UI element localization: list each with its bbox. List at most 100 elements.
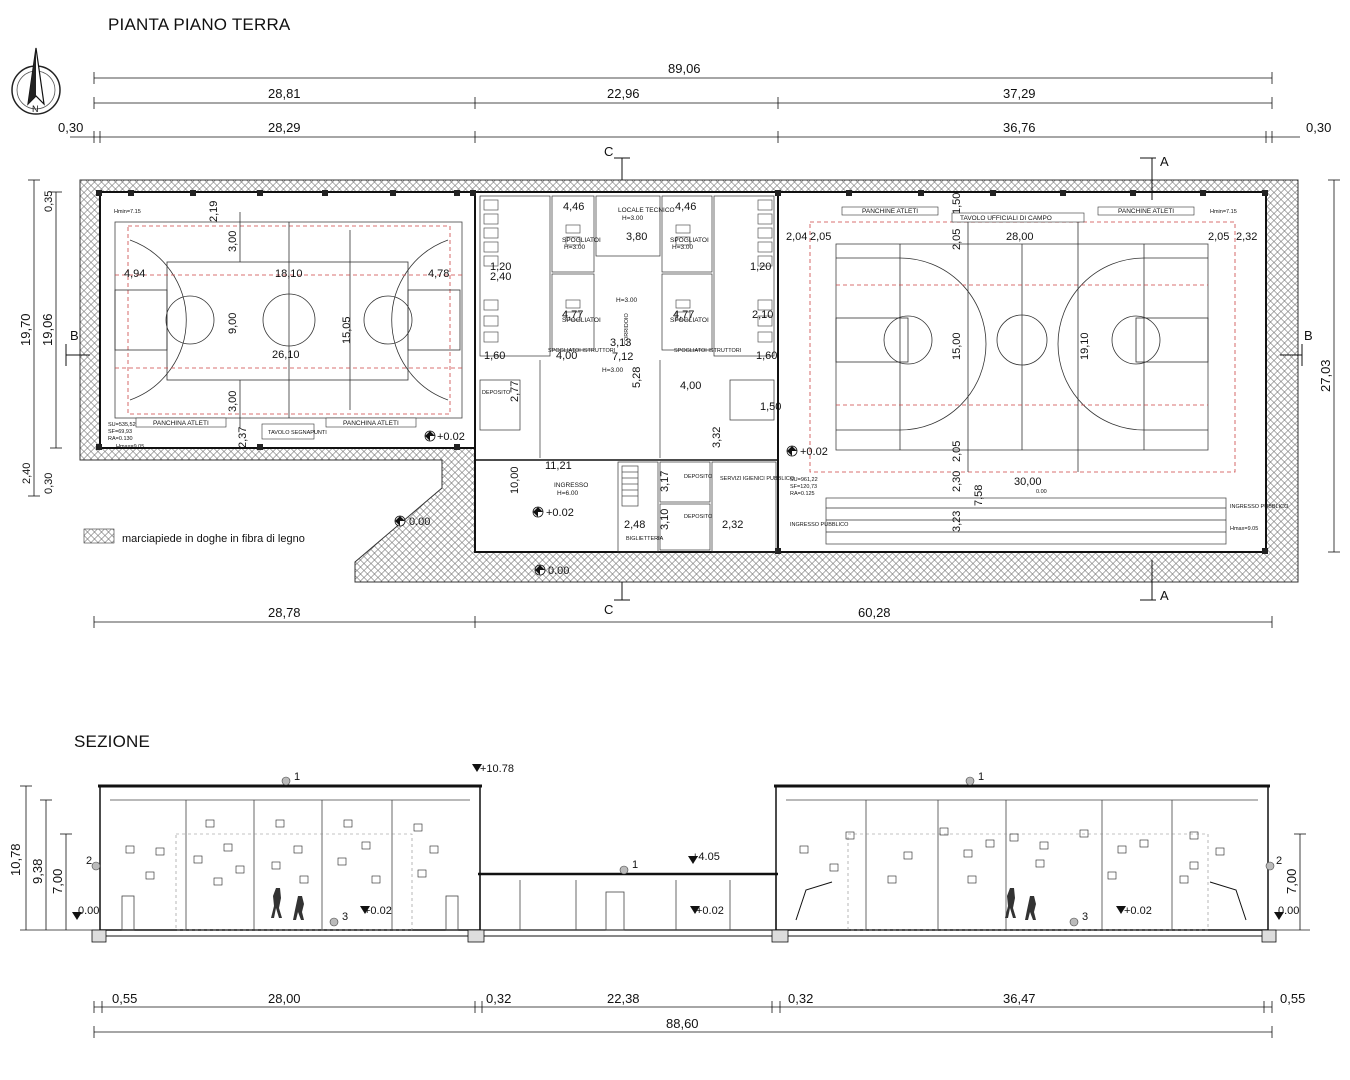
rc-dim-l2: 2,05 — [810, 231, 831, 243]
dim-left-block: 28,81 — [268, 86, 301, 101]
tag-roof-center: 1 — [632, 859, 638, 871]
lc-dim-lane-bottom: 3,00 — [227, 391, 239, 412]
dim-edge-left: 0,30 — [58, 120, 83, 135]
spogliatoi-2-h: H=3.00 — [672, 244, 694, 251]
biglietteria: BIGLIETTERIA — [626, 536, 664, 542]
plan-side-dimension-labels: 19,70 19,06 0,35 2,40 0,30 27,03 — [18, 191, 1333, 494]
section-tags: 1 1 1 2 2 3 3 — [86, 771, 1282, 927]
c-dim-528: 5,28 — [631, 367, 643, 388]
rc-dim-w2: 30,00 — [1014, 476, 1042, 488]
c-dim-400b: 4,00 — [680, 380, 701, 392]
corridor-h: H=3.00 — [602, 367, 624, 374]
c-dim-446b: 4,46 — [675, 201, 696, 213]
section-mark-a-bottom: A — [1160, 588, 1169, 603]
level-marker-icon — [532, 506, 544, 518]
left-court — [114, 212, 463, 428]
rc-dim-b: 2,05 — [951, 441, 963, 462]
lc-hmax: Hmax=9.05 — [116, 444, 144, 450]
tag-wall-left: 2 — [86, 855, 92, 867]
tag-floor-right: 3 — [1082, 911, 1088, 923]
dim-bottom-right: 60,28 — [858, 605, 891, 620]
c-dim-446a: 4,46 — [563, 201, 584, 213]
rc-dim-h: 15,00 — [951, 332, 963, 360]
section-mark-b-right: B — [1304, 328, 1313, 343]
ext-level-1: 0.00 — [409, 516, 430, 528]
left-court-labels: Hmin=7.15 2,19 3,00 9,00 3,00 2,37 15,05… — [108, 201, 465, 450]
lc-dim-width: 26,10 — [272, 349, 300, 361]
rc-dim-323: 3,23 — [951, 511, 963, 532]
level-marker-icon — [394, 515, 406, 527]
dim-right-block: 37,29 — [1003, 86, 1036, 101]
spogliatoi-1: SPOGLIATOI — [562, 237, 601, 244]
c-dim-712: 7,12 — [612, 351, 633, 363]
rc-bench-left: PANCHINE ATLETI — [862, 208, 918, 215]
spogliatoi-2: SPOGLIATOI — [670, 237, 709, 244]
dim-right-outer: 27,03 — [1318, 359, 1333, 392]
legend-label: marciapiede in doghe in fibra di legno — [122, 533, 305, 545]
tag-floor-left: 3 — [342, 911, 348, 923]
plan-title: PIANTA PIANO TERRA — [108, 15, 291, 34]
rc-dim-t2: 2,05 — [951, 229, 963, 250]
rc-public: INGRESSO PUBBLICO — [1230, 504, 1289, 510]
rc-hmin: Hmin=7.15 — [1210, 209, 1237, 215]
lc-dim-left: 4,94 — [124, 268, 145, 280]
level-ground-left: 0.00 — [78, 905, 99, 917]
c-dim-160: 1,60 — [484, 350, 505, 362]
right-court-labels: PANCHINE ATLETI TAVOLO UFFICIALI DI CAMP… — [786, 193, 1289, 532]
dim-court-left: 28,29 — [268, 120, 301, 135]
lc-ra: RA=0.130 — [108, 436, 133, 442]
sec-dim-total: 88,60 — [666, 1016, 699, 1031]
spogliatoi-3: SPOGLIATOI — [562, 317, 601, 324]
c-dim-232: 2,32 — [722, 519, 743, 531]
dim-bottom-left: 28,78 — [268, 605, 301, 620]
north-label: N — [32, 104, 39, 114]
lc-dim-top: 2,19 — [208, 201, 220, 222]
deposito-3: DEPOSITO — [684, 514, 713, 520]
section-side-dimensions — [20, 785, 1306, 930]
c-dim-240: 2,40 — [490, 271, 511, 283]
sec-dim-b: 28,00 — [268, 991, 301, 1006]
rc-hmax: Hmax=9.05 — [1230, 526, 1258, 532]
level-floor-left: +0.02 — [364, 905, 392, 917]
sec-dim-wall-right: 7,00 — [1284, 869, 1299, 894]
locale-tecnico-h: H=3.00 — [622, 215, 644, 222]
rc-level: +0.02 — [800, 446, 828, 458]
c-dim-277: 2,77 — [509, 381, 521, 402]
rc-table: TAVOLO UFFICIALI DI CAMPO — [960, 215, 1052, 222]
level-top: +10.78 — [480, 763, 514, 775]
level-marker-icon — [786, 445, 798, 457]
corridor-h-top: H=3.00 — [616, 297, 638, 304]
dim-total-width: 89,06 — [668, 61, 701, 76]
c-dim-317: 3,17 — [659, 471, 671, 492]
spogliatoi-4: SPOGLIATOI — [670, 317, 709, 324]
rc-ra: RA=0.125 — [790, 491, 815, 497]
section-drawing — [20, 784, 1310, 943]
hatch-swatch-icon — [83, 528, 115, 544]
c-dim-160b: 1,60 — [756, 350, 777, 362]
level-ground-right: 0.00 — [1278, 905, 1299, 917]
c-dim-120: 1,20 — [490, 261, 511, 273]
top-dimensions — [70, 72, 1300, 143]
legend: marciapiede in doghe in fibra di legno — [83, 528, 305, 545]
rc-public-2: INGRESSO PUBBLICO — [790, 522, 849, 528]
section-figures — [271, 888, 1036, 920]
tag-wall-right: 2 — [1276, 855, 1282, 867]
lc-dim-bottom: 2,37 — [237, 427, 249, 448]
lc-su: SU=535,52 — [108, 422, 136, 428]
section-markers — [65, 157, 1303, 601]
sec-dim-e: 0,32 — [788, 991, 813, 1006]
c-dim-120b: 1,20 — [750, 261, 771, 273]
lc-dim-center: 9,00 — [227, 313, 239, 334]
level-floor-right: +0.02 — [1124, 905, 1152, 917]
level-floor-center: +0.02 — [696, 905, 724, 917]
lc-sf: SF=69,93 — [108, 429, 132, 435]
istruttori-2: SPOGLIATOI ISTRUTTORI — [674, 348, 742, 354]
level-marker-icon — [534, 564, 546, 576]
c-dim-248: 2,48 — [624, 519, 645, 531]
sec-dim-inner: 9,38 — [30, 859, 45, 884]
sec-dim-d: 22,38 — [607, 991, 640, 1006]
rc-dim-r1: 2,05 — [1208, 231, 1229, 243]
section-side-labels: 10,78 9,38 7,00 7,00 — [8, 843, 1299, 894]
tag-roof-left: 1 — [294, 771, 300, 783]
left-hmin: Hmin=7.15 — [114, 209, 141, 215]
